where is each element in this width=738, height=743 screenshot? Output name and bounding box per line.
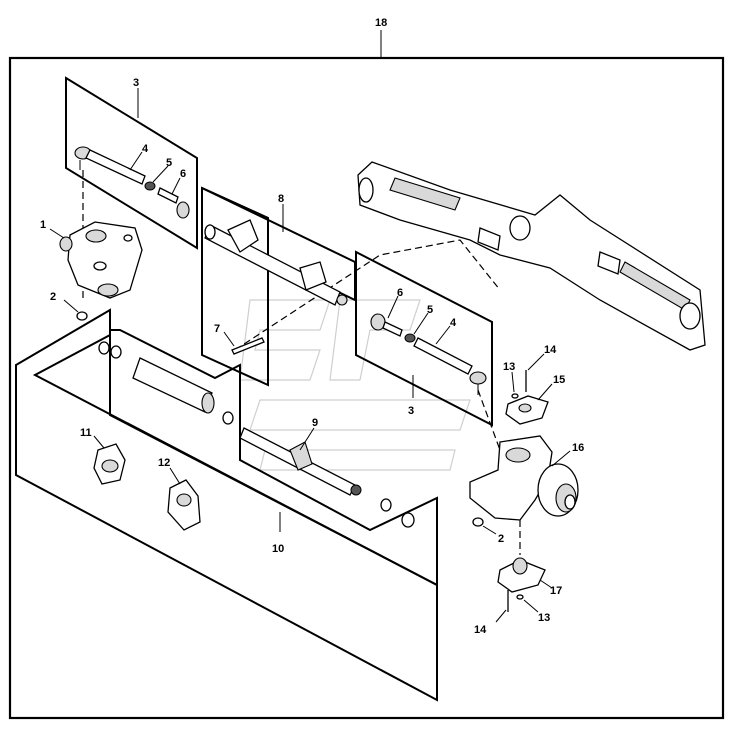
callout-11: 11 [80,427,92,439]
leader-2b [482,525,497,535]
callout-13a: 13 [503,361,515,373]
callout-9: 9 [312,417,318,429]
leader-6b [387,295,399,319]
callout-16: 16 [572,442,584,454]
leader-5a [152,165,169,183]
cylinder-panel-left [201,186,269,387]
clamp-12 [167,479,201,531]
callout-12: 12 [158,457,170,469]
callout-17: 17 [550,585,562,597]
cylinder-tube-kit [98,341,415,528]
tie-rod-panel-left [65,76,198,250]
callout-2b: 2 [498,533,504,545]
clamp-11 [93,443,126,485]
tie-rod-panel-right [355,250,493,427]
bracket-17 [497,557,546,593]
watermark-logo-icon [239,299,471,471]
leader-13b [523,599,539,613]
leader-1 [49,228,65,239]
bolt-7 [231,337,265,355]
repair-kit-panel-inner [109,329,438,587]
bracket-15 [505,395,549,425]
tie-rod-right [370,313,487,395]
leader-9 [299,427,315,451]
callout-3a: 3 [133,77,139,89]
callout-6b: 6 [397,287,403,299]
callout-5b: 5 [427,304,433,316]
callout-4a: 4 [142,143,149,155]
leader-17 [539,579,553,589]
callout-15: 15 [553,374,565,386]
callout-7: 7 [214,323,220,335]
callout-5a: 5 [166,157,172,169]
callout-6a: 6 [180,168,186,180]
repair-kit-panel-outer [15,308,438,702]
leader-14b [495,609,507,623]
leader-7 [223,331,235,347]
leader-6a [171,177,181,195]
callout-2a: 2 [50,291,56,303]
washer-13-top [511,393,519,399]
leader-4a [129,151,143,171]
leader-11 [93,435,105,449]
nut-left [76,311,88,321]
leader-2a [63,299,79,313]
steering-arm-left [59,221,143,299]
leader-5b [413,312,429,335]
leader-4b [435,325,451,345]
steering-cylinder-icon [204,219,348,306]
front-axle-beam-icon [357,161,706,351]
assembly-frame [8,56,725,720]
callout-3b: 3 [408,405,414,417]
steering-knuckle-hub-icon [469,435,579,521]
leader-12 [169,467,181,485]
leader-16 [551,450,571,467]
leader-15 [537,383,553,401]
callout-10: 10 [272,543,284,555]
callout-4b: 4 [450,317,457,329]
tie-rod-left [74,146,190,219]
washer-13-bottom [516,594,524,600]
dash-cylinder-to-axle [234,239,501,351]
callout-8: 8 [278,193,284,205]
callout-14a: 14 [544,344,557,356]
callout-1: 1 [40,219,46,231]
leader-14a [527,353,545,371]
callout-14b: 14 [474,624,487,636]
callout-13b: 13 [538,612,550,624]
leader-13a [511,371,515,393]
callout-18: 18 [375,17,387,29]
nut-right [472,517,484,527]
